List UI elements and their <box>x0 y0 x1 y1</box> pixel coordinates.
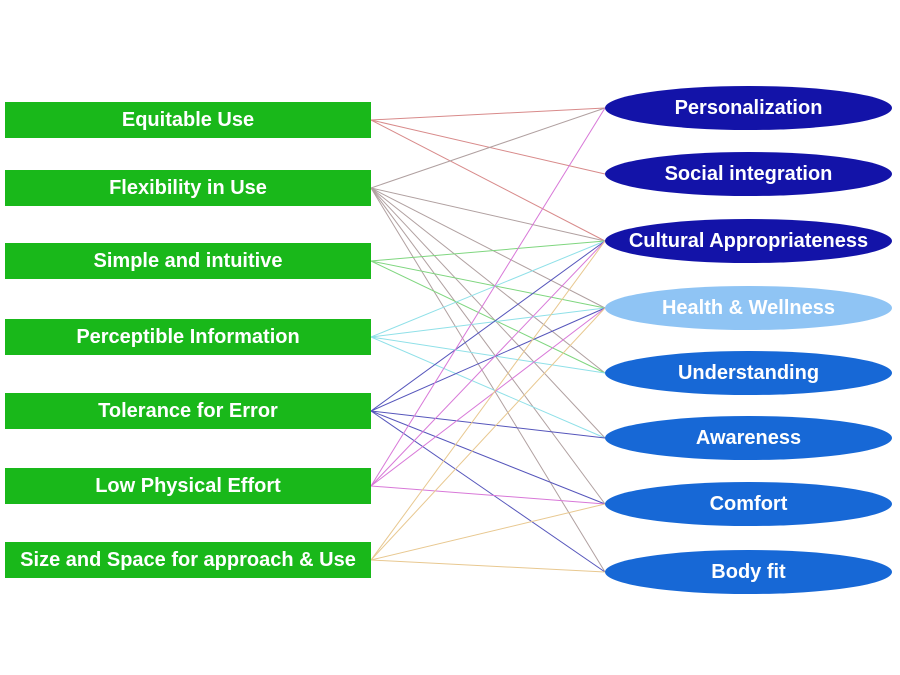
principle-simple-and-intuitive: Simple and intuitive <box>5 243 371 279</box>
connection-line <box>370 485 606 505</box>
principle-label: Flexibility in Use <box>109 176 267 199</box>
connection-line <box>370 410 606 573</box>
principle-flexibility-in-use: Flexibility in Use <box>5 170 371 206</box>
outcome-label: Comfort <box>709 492 788 515</box>
principle-label: Simple and intuitive <box>93 249 283 272</box>
connection-line <box>370 187 606 374</box>
principle-label: Size and Space for approach & Use <box>20 548 356 571</box>
principle-label: Tolerance for Error <box>98 399 278 422</box>
connection-line <box>370 240 606 338</box>
outcome-label: Social integration <box>664 162 833 185</box>
outcome-cultural-appropriateness: Cultural Appropriateness <box>605 219 892 263</box>
connection-line <box>370 187 606 573</box>
connection-line <box>370 307 606 412</box>
outcome-label: Health & Wellness <box>661 296 836 319</box>
principle-label: Low Physical Effort <box>95 474 281 497</box>
connection-line <box>370 260 606 374</box>
connection-line <box>370 559 606 573</box>
connection-line <box>370 107 606 189</box>
connection-line <box>370 240 606 561</box>
outcome-label: Awareness <box>695 426 802 449</box>
connection-line <box>370 410 606 439</box>
connection-line <box>370 240 606 487</box>
principle-perceptible-information: Perceptible Information <box>5 319 371 355</box>
outcome-label: Understanding <box>677 361 820 384</box>
connection-line <box>370 336 606 439</box>
outcome-personalization: Personalization <box>605 86 892 130</box>
principle-equitable-use: Equitable Use <box>5 102 371 138</box>
connection-line <box>370 410 606 505</box>
connection-line <box>370 307 606 561</box>
connection-line <box>370 119 606 175</box>
connection-line <box>370 260 606 309</box>
connection-line <box>370 240 606 412</box>
connection-line <box>370 107 606 121</box>
principle-label: Perceptible Information <box>76 325 300 348</box>
outcome-label: Cultural Appropriateness <box>628 229 869 252</box>
connection-line <box>370 187 606 309</box>
connection-line <box>370 187 606 505</box>
outcome-social-integration: Social integration <box>605 152 892 196</box>
connection-line <box>370 307 606 487</box>
connection-line <box>370 307 606 338</box>
connection-line <box>370 240 606 262</box>
outcome-understanding: Understanding <box>605 351 892 395</box>
outcome-body-fit: Body fit <box>605 550 892 594</box>
connection-line <box>370 119 606 242</box>
outcome-health-and-wellness: Health & Wellness <box>605 286 892 330</box>
connection-line <box>370 503 606 561</box>
outcome-awareness: Awareness <box>605 416 892 460</box>
outcome-label: Personalization <box>674 96 823 119</box>
connection-line <box>370 107 606 487</box>
principle-low-physical-effort: Low Physical Effort <box>5 468 371 504</box>
connection-line <box>370 187 606 242</box>
outcome-label: Body fit <box>711 560 786 583</box>
principle-size-and-space: Size and Space for approach & Use <box>5 542 371 578</box>
outcome-comfort: Comfort <box>605 482 892 526</box>
connection-line <box>370 336 606 374</box>
principle-tolerance-for-error: Tolerance for Error <box>5 393 371 429</box>
principle-label: Equitable Use <box>121 108 255 131</box>
connection-line <box>370 187 606 439</box>
